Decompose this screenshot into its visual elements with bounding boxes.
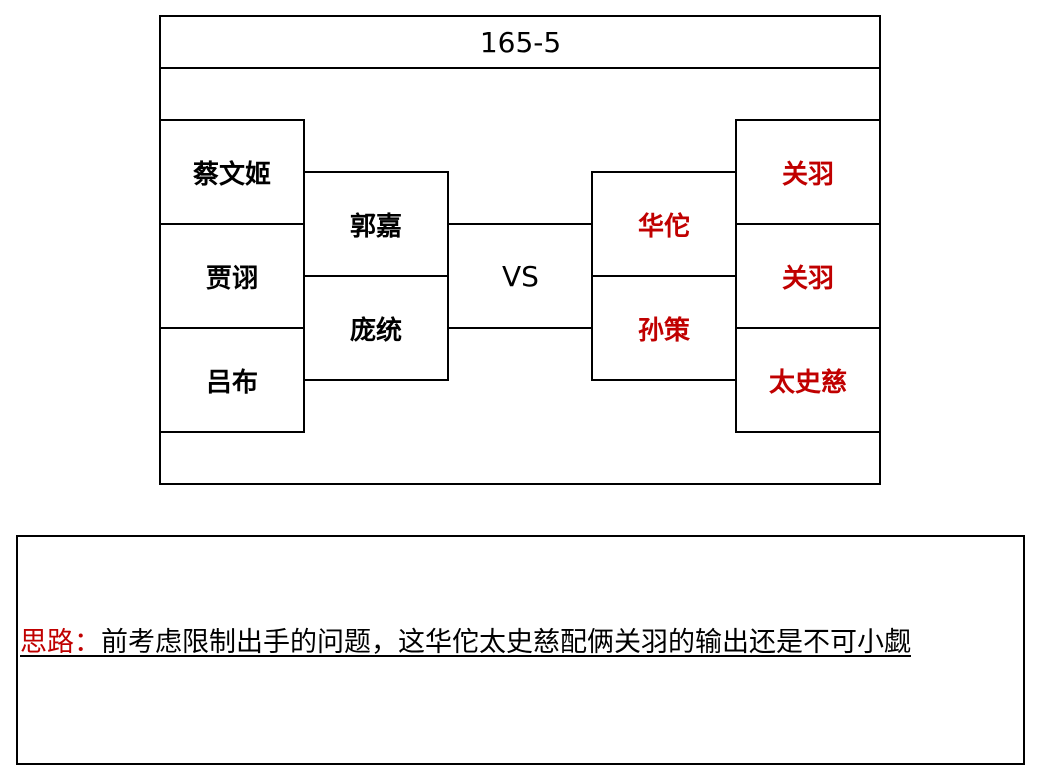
right-hero-3: 关羽 xyxy=(735,119,881,225)
matchup-title: 165-5 xyxy=(479,25,562,59)
right-hero-1: 华佗 xyxy=(591,171,737,277)
right-hero-4: 关羽 xyxy=(735,223,881,329)
title-divider xyxy=(159,67,881,69)
right-hero-2: 孙策 xyxy=(591,275,737,381)
left-hero-1: 蔡文姬 xyxy=(159,119,305,225)
left-hero-5: 庞统 xyxy=(303,275,449,381)
note-text: 思路：前考虑限制出手的问题，这华佗太史慈配俩关羽的输出还是不可小觑 xyxy=(20,620,911,659)
vs-label: VS xyxy=(502,259,539,293)
note-box xyxy=(16,535,1025,765)
right-hero-5: 太史慈 xyxy=(735,327,881,433)
left-hero-2: 贾诩 xyxy=(159,223,305,329)
connector-line-top xyxy=(447,223,594,225)
note-label: 思路： xyxy=(20,627,101,658)
left-hero-3: 吕布 xyxy=(159,327,305,433)
left-hero-4: 郭嘉 xyxy=(303,171,449,277)
connector-line-bottom xyxy=(447,327,594,329)
note-content: 前考虑限制出手的问题，这华佗太史慈配俩关羽的输出还是不可小觑 xyxy=(101,627,911,658)
